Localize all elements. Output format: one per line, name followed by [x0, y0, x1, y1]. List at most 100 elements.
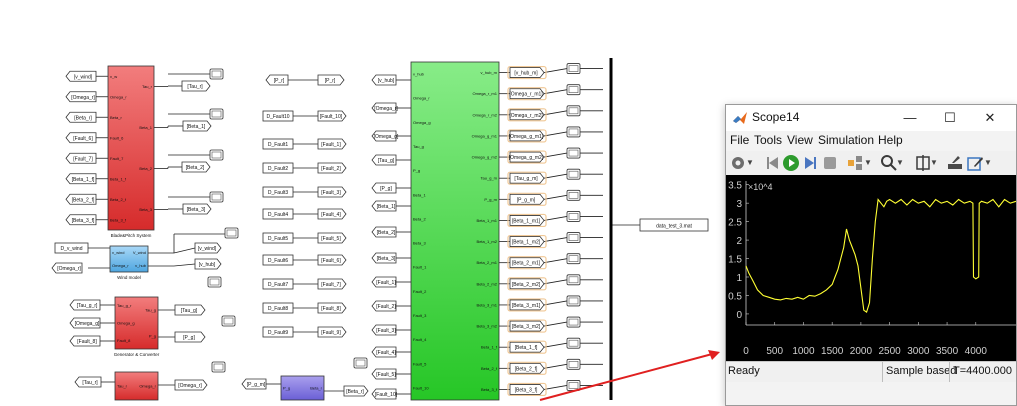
- scope-block-icon[interactable]: [353, 357, 368, 369]
- scope-block-icon[interactable]: [566, 337, 581, 349]
- goto-tag[interactable]: [Beta_2]: [181, 161, 211, 173]
- from-tag[interactable]: [Fault_2]: [371, 300, 397, 312]
- constant-block[interactable]: D_Fault5: [262, 232, 294, 244]
- from-tag[interactable]: [Omega_g]: [371, 130, 399, 142]
- scope-block-icon[interactable]: [566, 295, 581, 307]
- from-tag[interactable]: [Beta_1]: [371, 200, 397, 212]
- scope-block-icon[interactable]: [566, 274, 581, 286]
- scope-block-icon[interactable]: [566, 380, 581, 391]
- scope-block-icon[interactable]: [566, 84, 581, 96]
- from-tag[interactable]: [Fault_7]: [65, 152, 97, 164]
- constant-block[interactable]: D_Fault3: [262, 186, 294, 198]
- goto-tag[interactable]: [Beta_3_f]: [509, 384, 545, 395]
- scope-block-icon[interactable]: [207, 276, 222, 288]
- run-icon[interactable]: [782, 154, 800, 172]
- goto-tag[interactable]: [P_r]: [317, 74, 345, 86]
- menu-tools[interactable]: Tools: [754, 133, 783, 147]
- goto-tag[interactable]: [Fault_3]: [317, 186, 347, 198]
- goto-tag[interactable]: [Omega_r]: [174, 379, 208, 391]
- from-tag[interactable]: [Omega_r]: [371, 102, 398, 114]
- constant-block[interactable]: D_Fault6: [262, 254, 294, 266]
- scope-block-icon[interactable]: [566, 316, 581, 328]
- goto-tag[interactable]: [Fault_6]: [317, 254, 347, 266]
- menu-simulation[interactable]: Simulation: [818, 133, 875, 147]
- scope-block-icon[interactable]: [566, 189, 581, 201]
- goto-tag[interactable]: [Fault_9]: [317, 326, 347, 338]
- sensor-fault-subsystem[interactable]: v_hubOmega_rOmega_gTau_gP_gBeta_1Beta_2B…: [410, 61, 500, 401]
- maximize-button[interactable]: ☐: [944, 110, 956, 125]
- axes-scale-icon[interactable]: [914, 154, 932, 172]
- goto-tag[interactable]: [Beta_1_f]: [509, 341, 545, 353]
- zoom-icon[interactable]: [880, 154, 898, 172]
- goto-tag[interactable]: [Beta_2_m1]: [509, 257, 545, 269]
- from-tag[interactable]: [v_hub]: [371, 74, 397, 86]
- from-tag[interactable]: [Omega_r]: [65, 91, 97, 103]
- goto-tag[interactable]: [Beta_1_m2]: [509, 236, 545, 247]
- to-file-block[interactable]: data_test_3.mat: [639, 218, 709, 232]
- edit-icon[interactable]: [966, 154, 984, 172]
- goto-tag[interactable]: [Beta_3_m1]: [509, 299, 545, 311]
- chevron-down-icon[interactable]: ▼: [746, 158, 754, 167]
- scope-block-icon[interactable]: [566, 232, 581, 243]
- scope-block-icon[interactable]: [209, 191, 224, 203]
- scope-block-icon[interactable]: [221, 315, 236, 327]
- chevron-down-icon[interactable]: ▼: [864, 158, 872, 167]
- goto-tag[interactable]: [Fault_1]: [317, 138, 347, 150]
- scope-block-icon[interactable]: [566, 168, 581, 180]
- goto-tag[interactable]: [v_hub_m]: [509, 67, 545, 78]
- from-tag[interactable]: [Beta_3]: [371, 252, 397, 264]
- goto-tag[interactable]: [Beta_2_f]: [509, 362, 545, 374]
- menu-help[interactable]: Help: [878, 133, 903, 147]
- goto-tag[interactable]: [Fault_10]: [317, 110, 347, 122]
- constant-block[interactable]: D_Fault4: [262, 208, 294, 220]
- scope-block-icon[interactable]: [209, 149, 224, 161]
- scope-block-icon[interactable]: [209, 68, 224, 80]
- highlight-icon[interactable]: [846, 154, 864, 172]
- gear-icon[interactable]: [729, 154, 747, 172]
- from-tag[interactable]: [Fault_5]: [371, 368, 397, 380]
- scope-block-icon[interactable]: [224, 227, 239, 239]
- from-tag[interactable]: [Beta_3_f]: [65, 214, 97, 226]
- goto-tag[interactable]: [Tau_g]: [174, 304, 206, 316]
- menu-view[interactable]: View: [787, 133, 813, 147]
- constant-block[interactable]: D_Fault8: [262, 302, 294, 314]
- blade-pitch-subsystem[interactable]: v_wOmega_rBeta_rFault_6Fault_7Beta_1_fBe…: [107, 65, 155, 238]
- goto-tag[interactable]: [Omega_r_m2]: [509, 109, 545, 121]
- from-tag[interactable]: [Tau_r]: [74, 376, 102, 388]
- scope-block-icon[interactable]: [566, 147, 581, 159]
- scope-block-icon[interactable]: [566, 253, 581, 265]
- constant-block[interactable]: D_v_wind: [54, 242, 89, 254]
- from-tag[interactable]: [Fault_10]: [371, 388, 398, 400]
- from-tag[interactable]: [Fault_4]: [371, 346, 397, 358]
- goto-tag[interactable]: [P_g_m]: [509, 193, 545, 205]
- chevron-down-icon[interactable]: ▼: [930, 158, 938, 167]
- goto-tag[interactable]: [Omega_g_m1]: [509, 130, 545, 142]
- goto-tag[interactable]: [Beta_1]: [182, 120, 212, 132]
- from-tag[interactable]: [Beta_2]: [371, 226, 397, 238]
- measure-icon[interactable]: [946, 154, 964, 172]
- scope-block-icon[interactable]: [566, 63, 581, 74]
- constant-block[interactable]: D_Fault9: [262, 326, 294, 338]
- goto-tag[interactable]: [Beta_2_m2]: [509, 278, 545, 290]
- goto-tag[interactable]: [Fault_7]: [317, 278, 347, 290]
- scope-block-icon[interactable]: [211, 361, 226, 373]
- minimize-button[interactable]: —: [903, 110, 917, 125]
- goto-tag[interactable]: [Omega_g_m2]: [509, 151, 545, 163]
- from-tag[interactable]: [Beta_r]: [65, 111, 97, 123]
- from-tag[interactable]: [Beta_1_f]: [65, 173, 97, 185]
- scope-block-icon[interactable]: [566, 358, 581, 370]
- from-tag[interactable]: [Fault_8]: [69, 335, 101, 347]
- goto-tag[interactable]: [Beta_1_m1]: [509, 215, 545, 226]
- menu-file[interactable]: File: [730, 133, 750, 147]
- goto-tag[interactable]: [Tau_r]: [181, 80, 211, 92]
- goto-tag[interactable]: [P_g]: [174, 331, 206, 343]
- goto-tag[interactable]: [Beta_3_m2]: [509, 320, 545, 332]
- goto-tag[interactable]: [Tau_g_m]: [509, 172, 545, 184]
- goto-tag[interactable]: [v_hub]: [194, 258, 222, 270]
- from-tag[interactable]: [Fault_1]: [371, 276, 397, 288]
- chevron-down-icon[interactable]: ▼: [896, 158, 904, 167]
